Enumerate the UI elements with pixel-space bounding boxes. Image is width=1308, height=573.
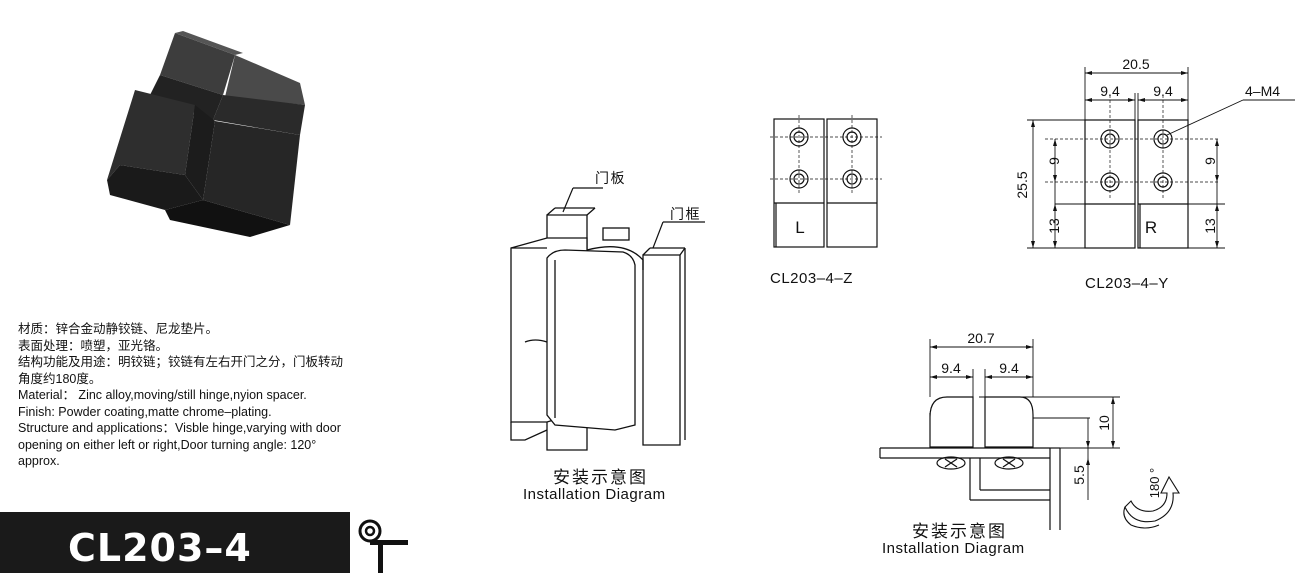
en-structure-2: opening on either left or right,Door tur…: [18, 437, 317, 452]
cn-structure-1: 结构功能及用途：明铰链；铰链有左右开门之分，门板转动: [18, 355, 344, 369]
left-view-label: CL203–4–Z: [770, 270, 853, 287]
dim-bottom-right: 13: [1202, 218, 1218, 234]
door-frame-label: 门框: [670, 206, 701, 222]
dim-screw: 4–M4: [1245, 83, 1280, 99]
section-caption-en: Installation Diagram: [882, 540, 1025, 557]
en-structure-3: approx.: [18, 454, 60, 468]
left-hinge-drawing: L: [770, 115, 882, 248]
dim-height: 25.5: [1014, 171, 1030, 198]
dim-left-width: 9.4: [1100, 83, 1120, 99]
installation-3d-diagram: [510, 187, 705, 451]
right-view-label: CL203–4–Y: [1085, 275, 1169, 292]
right-hinge-drawing: 20.5 9.4 9.4 4–M4 25.5 9 13 9 13 R: [1014, 56, 1295, 249]
door-panel-label: 门板: [595, 170, 626, 186]
dim-section-height: 10: [1096, 415, 1112, 431]
right-letter: R: [1145, 218, 1157, 237]
cn-finish: 表面处理：喷塑，亚光铬。: [18, 338, 169, 353]
installation-caption-en: Installation Diagram: [523, 486, 666, 503]
dim-bottom-left: 13: [1046, 218, 1062, 234]
left-letter: L: [795, 218, 804, 237]
section-caption-cn: 安装示意图: [912, 522, 1007, 541]
dim-right-width: 9.4: [1153, 83, 1173, 99]
dim-section-right: 9.4: [999, 360, 1019, 376]
rotation-angle: 180 °: [1147, 468, 1162, 499]
hinge-photo: [107, 31, 305, 237]
cn-structure-2: 角度约180度。: [18, 371, 102, 386]
description: 材质：锌合金动静铰链、尼龙垫片。 表面处理：喷塑，亚光铬。 结构功能及用途：明铰…: [18, 321, 418, 470]
model-number: CL203–4: [68, 526, 252, 570]
visible-hinge-icon: [358, 519, 408, 573]
dim-section-left: 9.4: [941, 360, 961, 376]
en-structure-1: Structure and applications：Visble hinge,…: [18, 421, 341, 435]
dim-hole-pitch-right: 9: [1202, 157, 1218, 165]
dim-total-width: 20.5: [1122, 56, 1149, 72]
model-banner: [0, 512, 350, 573]
en-material: Material： Zinc alloy,moving/still hinge,…: [18, 388, 307, 402]
dim-hole-pitch-left: 9: [1046, 157, 1062, 165]
dim-section-base: 5.5: [1071, 465, 1087, 485]
cn-material: 材质：锌合金动静铰链、尼龙垫片。: [18, 322, 219, 336]
installation-caption-cn: 安装示意图: [553, 468, 648, 487]
en-finish: Finish: Powder coating,matte chrome–plat…: [18, 404, 272, 419]
section-view-drawing: 20.7 9.4 9.4 10 5.5 180 °: [879, 330, 1180, 530]
dim-section-total: 20.7: [967, 330, 994, 346]
